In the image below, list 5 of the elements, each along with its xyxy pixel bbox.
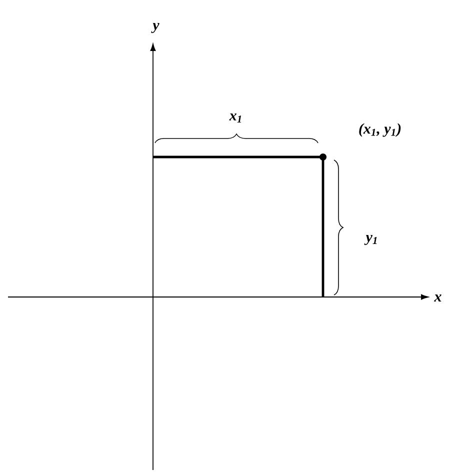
axis-label: y xyxy=(151,22,160,34)
coordinate-label: y$_{1}$ xyxy=(364,234,377,246)
coordinate-label: (x$_{1}$, y$_{1}$) xyxy=(359,123,401,137)
coordinate-label: x$_{1}$ xyxy=(229,113,242,123)
axis-label: x xyxy=(434,294,442,302)
